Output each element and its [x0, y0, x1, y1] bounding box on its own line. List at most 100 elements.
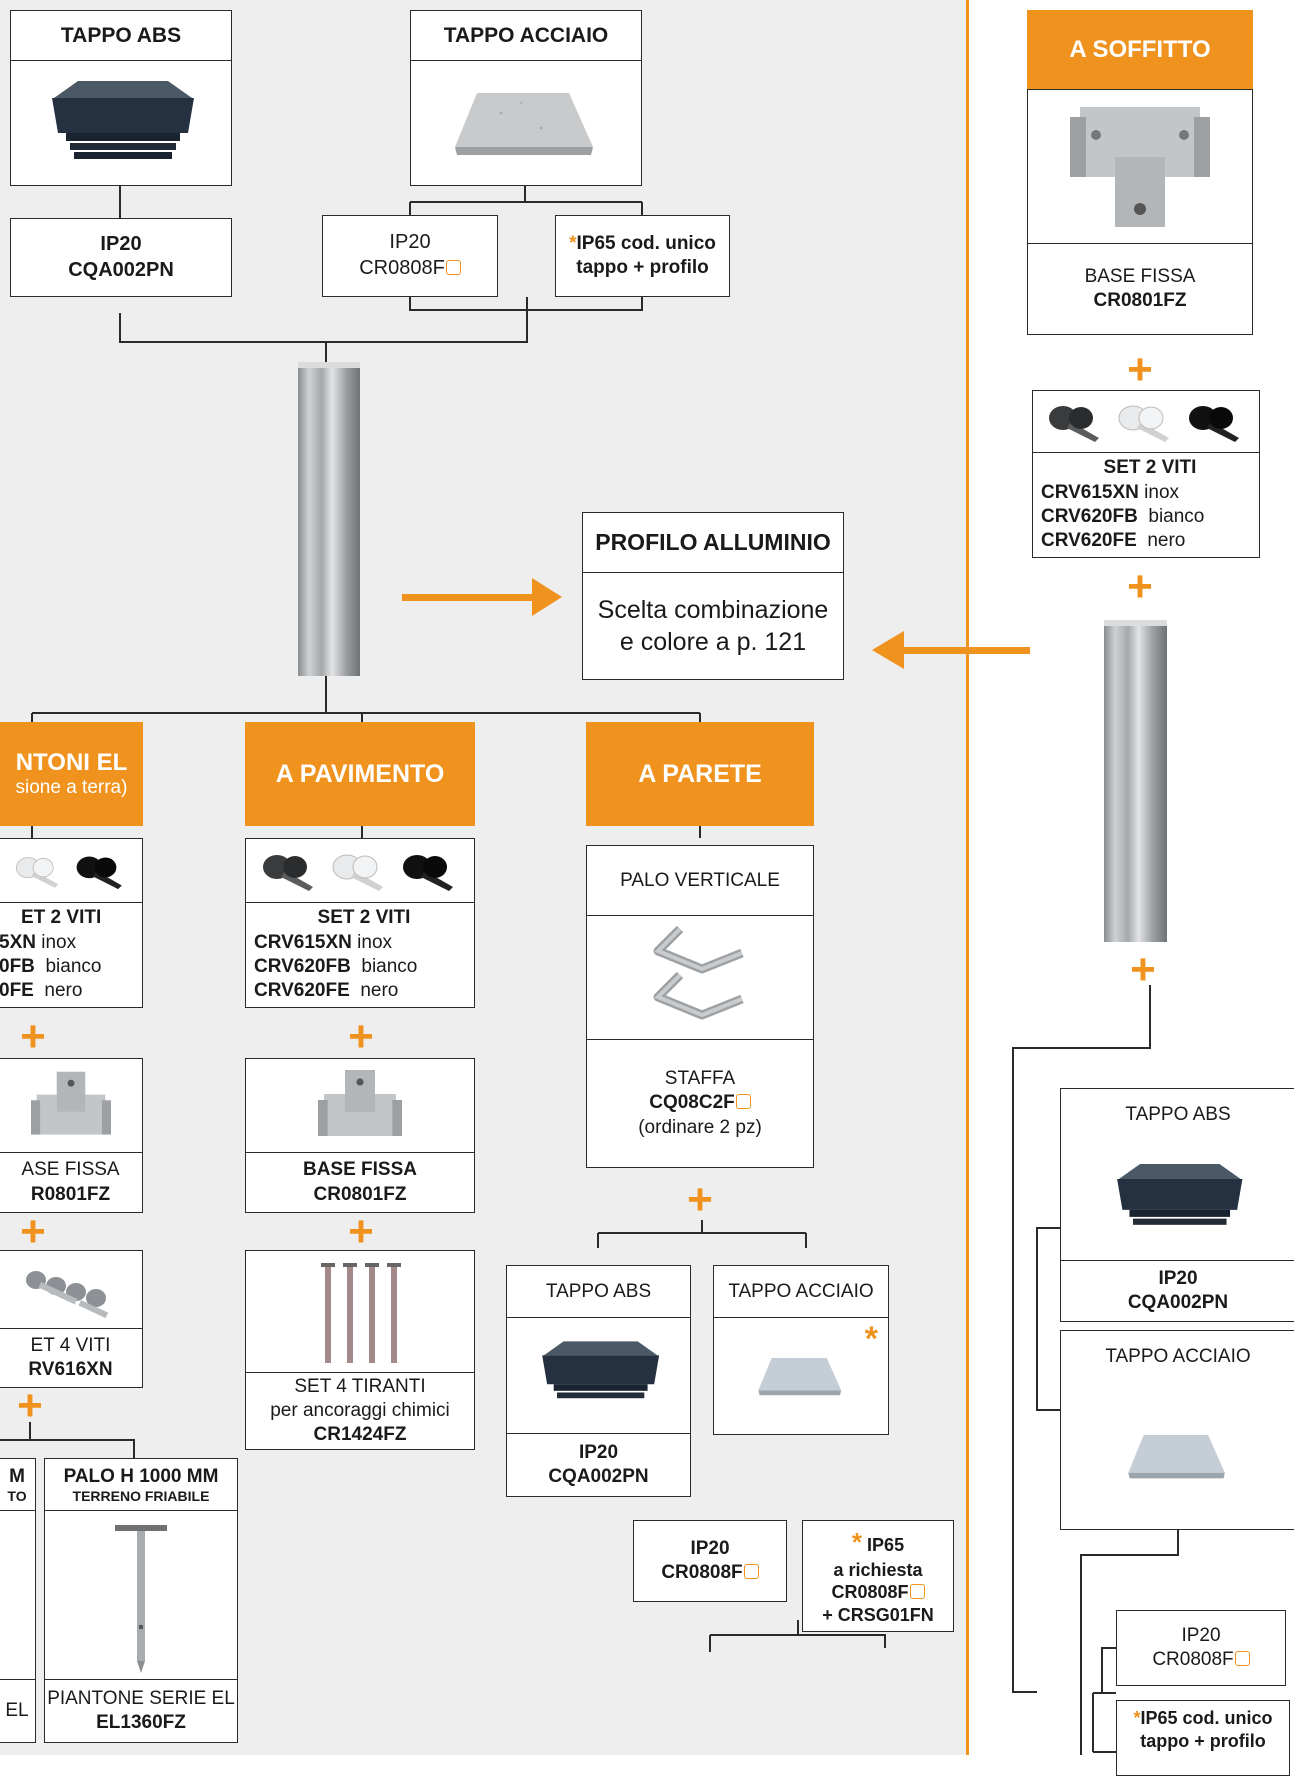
parete-ip65-code2: + CRSG01FN [822, 1604, 934, 1625]
piantoni-viti-r1: 5XN [0, 931, 36, 953]
color-code-icon [445, 260, 461, 275]
pavimento-viti-r1-code: CRV615XN [254, 931, 352, 953]
parete-ip65-code1: CR0808F [831, 1582, 909, 1602]
screw-icon [1049, 405, 1099, 442]
top-tappo-abs-title: TAPPO ABS [11, 11, 231, 61]
soffitto-viti-box: SET 2 VITI CRV615XN inox CRV620FB bianco… [1032, 390, 1260, 558]
tie-rod-icon [321, 1262, 401, 1363]
piantoni-viti-r1-type: inox [41, 931, 77, 953]
parete-palo-title: PALO VERTICALE [587, 846, 813, 916]
plus-icon: + [1127, 345, 1153, 394]
color-code-icon [735, 1094, 751, 1110]
steel-plate-icon [758, 1358, 842, 1396]
parete-ip20-box: IP20 CR0808F [633, 1520, 787, 1602]
piantoni-viti-r3: 0FE [0, 980, 34, 1002]
square-cap-icon [541, 1340, 659, 1398]
soffitto-ip65-line1: IP65 cod. unico [1140, 1708, 1273, 1728]
ground-pole-icon [115, 1525, 167, 1673]
screw-icon [332, 854, 383, 891]
soffitto-tappo-acciaio-title: TAPPO ACCIAIO [1105, 1346, 1251, 1367]
piantoni-palo-b-title: PALO H 1000 MM [63, 1465, 219, 1487]
square-cap-icon [1117, 1163, 1243, 1225]
steel-plate-icon [1128, 1435, 1225, 1479]
screw-icon [1189, 405, 1239, 442]
soffitto-viti-r2-type: bianco [1148, 506, 1205, 527]
top-ip65-line1: IP65 cod. unico [576, 232, 716, 254]
piantoni-palo-a-sub: TO [7, 1487, 27, 1504]
steel-plate-icon [455, 93, 593, 155]
top-tappo-acciaio-box: TAPPO ACCIAIO [410, 10, 642, 186]
screw-icon [403, 854, 453, 891]
pavimento-tiranti-code: CR1424FZ [313, 1424, 407, 1446]
soffitto-base-code: CR0801FZ [1093, 290, 1187, 311]
pavimento-viti-r3-code: CRV620FE [254, 980, 350, 1002]
parete-staffa-note: (ordinare 2 pz) [638, 1116, 762, 1138]
arrow-right-icon [402, 578, 562, 616]
pavimento-viti-r2-type: bianco [361, 956, 418, 977]
profilo-line2: e colore a p. 121 [619, 628, 807, 656]
piantoni-label-text: NTONI EL [15, 749, 128, 776]
piantoni-viti-r2: 0FB [0, 956, 35, 977]
top-steel-code: CR0808F [359, 257, 445, 279]
plus-icon: + [1127, 562, 1153, 611]
fixed-base-icon [318, 1069, 402, 1136]
arrow-left-icon [872, 631, 1030, 669]
parete-ip65-line2: a richiesta [833, 1559, 923, 1580]
plus-icon: + [348, 1012, 374, 1061]
soffitto-tappo-abs-ip: IP20 [1158, 1267, 1198, 1289]
soffitto-tappo-acciaio-box: TAPPO ACCIAIO [1060, 1330, 1294, 1530]
top-tappo-abs-ip-box: IP20 CQA002PN [10, 218, 232, 297]
star-icon: * [851, 1527, 863, 1557]
pavimento-viti-r1-type: inox [357, 931, 393, 953]
pavimento-tiranti-title: SET 4 TIRANTI [294, 1375, 426, 1397]
profilo-line1: Scelta combinazione [597, 595, 829, 624]
soffitto-viti-r1-code: CRV615XN [1041, 481, 1139, 503]
soffitto-label: A SOFFITTO [1027, 10, 1253, 89]
parete-tappo-abs-title: TAPPO ABS [507, 1266, 690, 1318]
parete-ip20-code: CR0808F [661, 1562, 743, 1583]
piantoni-base-code: R0801FZ [30, 1183, 111, 1205]
soffitto-tappo-abs-title: TAPPO ABS [1125, 1104, 1231, 1125]
piantoni-viti4-title: ET 4 VITI [30, 1334, 111, 1356]
pavimento-label: A PAVIMENTO [245, 722, 475, 826]
pavimento-viti-r3-type: nero [360, 980, 399, 1002]
parete-staffa-label: STAFFA [664, 1068, 736, 1090]
fixed-base-icon [30, 1071, 111, 1135]
piantoni-viti4-box: ET 4 VITI RV616XN [0, 1250, 143, 1388]
plus-icon: + [348, 1207, 374, 1256]
soffitto-viti-title: SET 2 VITI [1103, 457, 1197, 479]
soffitto-viti-r1-type: inox [1144, 481, 1180, 503]
plus-icon: + [17, 1381, 43, 1430]
aluminium-profile-icon [1104, 620, 1167, 942]
plus-icon: + [20, 1207, 46, 1256]
soffitto-ip65-line2: tappo + profilo [1140, 1731, 1266, 1752]
piantoni-palo-b-box: PALO H 1000 MM TERRENO FRIABILE PIANTONE… [44, 1458, 238, 1743]
plus-icon: + [20, 1012, 46, 1061]
star-icon: * [1133, 1708, 1141, 1728]
top-tappo-abs-box: TAPPO ABS [10, 10, 232, 186]
soffitto-ip20-code: CR0808F [1152, 1649, 1234, 1670]
parete-tappo-abs-box: TAPPO ABS IP20 CQA002PN [506, 1265, 691, 1497]
star-icon: * [864, 1320, 878, 1358]
parete-ip65-box: * IP65 a richiesta CR0808F + CRSG01FN [802, 1520, 954, 1632]
parete-palo-box: PALO VERTICALE STAFFA CQ08C2F (ordinare … [586, 845, 814, 1168]
soffitto-viti-r2-code: CRV620FB [1041, 506, 1138, 527]
pavimento-viti-title: SET 2 VITI [317, 907, 411, 929]
soffitto-tappo-abs-code: CQA002PN [1127, 1292, 1229, 1313]
fixed-base-icon [1070, 106, 1210, 227]
screw-icon [25, 1270, 108, 1318]
section-divider [966, 0, 969, 1755]
top-ip20-steel-box: IP20 CR0808F [322, 215, 498, 297]
bracket-icon [653, 925, 744, 1019]
piantoni-palo-a-box: M TO EL [0, 1458, 36, 1743]
plus-icon: + [687, 1175, 713, 1224]
parete-tappo-acciaio-title: TAPPO ACCIAIO [714, 1266, 888, 1318]
top-tappo-acciaio-title: TAPPO ACCIAIO [411, 11, 641, 61]
soffitto-ip65-box: *IP65 cod. unico tappo + profilo [1116, 1700, 1290, 1776]
parete-tappo-acciaio-box: TAPPO ACCIAIO * [713, 1265, 889, 1435]
color-code-icon [909, 1584, 925, 1599]
top-tappo-abs-ip: IP20 [100, 232, 142, 255]
pavimento-viti-r2-code: CRV620FB [254, 956, 351, 977]
soffitto-viti-r3-code: CRV620FE [1041, 530, 1137, 552]
parete-tappo-abs-code: CQA002PN [548, 1466, 649, 1487]
